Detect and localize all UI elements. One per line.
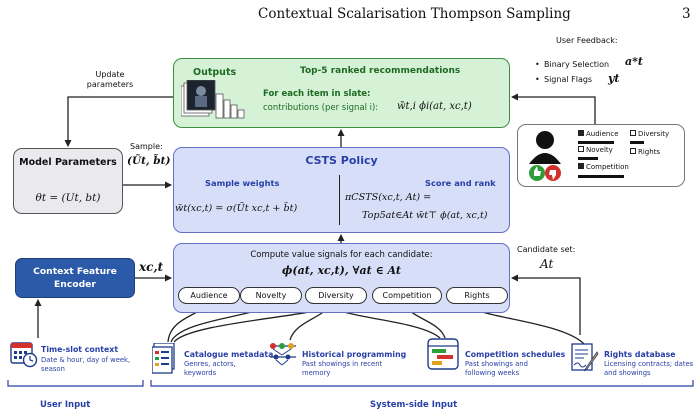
diversity-bar	[630, 141, 644, 144]
encoder-line1: Context Feature	[33, 266, 117, 277]
schedule-network-icon	[270, 343, 296, 366]
context-symbol: xc,t	[139, 260, 164, 274]
score-rank-label: Score and rank	[425, 178, 496, 188]
candidate-arrow	[511, 274, 581, 335]
csts-policy-box	[173, 147, 510, 233]
input-desc-time-slot: Date & hour, day of week, season	[41, 356, 131, 373]
input-desc-historical: Past showings in recent memory	[302, 360, 383, 377]
input-title-rights: Rights database	[604, 350, 676, 359]
value-signals-title: Compute value signals for each candidate…	[250, 250, 433, 260]
flags-bullet: •	[535, 75, 540, 84]
top-recommendations-label: Top-5 ranked recommendations	[300, 66, 461, 76]
outputs-label: Outputs	[193, 67, 237, 78]
checkbox-competition[interactable]: Competition	[578, 163, 629, 172]
signal-flags-symbol: yt	[608, 72, 620, 85]
update-parameters-label: Update parameters	[86, 70, 134, 89]
signal-flags-label: Signal Flags	[544, 75, 593, 84]
contributions-label: contributions (per signal i):	[263, 103, 379, 113]
competition-bar	[578, 175, 624, 178]
policy-divider	[339, 175, 341, 225]
contributions-formula: w̃t,i ϕi(at, xc,t)	[397, 101, 472, 112]
signal-diversity: Diversity	[305, 287, 367, 304]
user-feedback-title: User Feedback:	[556, 36, 618, 45]
page-number: 3	[682, 6, 691, 22]
signal-rights: Rights	[446, 287, 508, 304]
sample-weights-label: Sample weights	[205, 178, 280, 188]
model-parameters-formula: θt = (Ut, bt)	[35, 192, 101, 204]
system-input-label: System-side Input	[370, 400, 458, 410]
catalogue-document-icon	[152, 343, 175, 374]
audience-bar	[578, 141, 614, 144]
feedback-arrow	[511, 93, 596, 124]
signal-audience: Audience	[178, 287, 240, 304]
encoder-line2: Encoder	[54, 279, 96, 290]
user-avatar-icon	[529, 131, 561, 181]
model-parameters-title: Model Parameters	[19, 157, 117, 168]
score-formula-line1: πCSTS(xc,t, At) =	[345, 192, 432, 203]
score-formula-line2: Top5at∈At w̃t⊤ ϕ(at, xc,t)	[362, 210, 488, 221]
candidate-set-symbol: At	[540, 257, 554, 271]
input-title-competition: Competition schedules	[465, 350, 566, 359]
binary-bullet: •	[535, 60, 540, 69]
slate-label: For each item in slate:	[263, 89, 371, 99]
checkbox-audience[interactable]: Audience	[578, 130, 619, 139]
outputs-thumbnail-icon	[181, 80, 245, 119]
binary-selection-label: Binary Selection	[544, 60, 610, 69]
sample-formula: (Ũt, b̃t)	[127, 155, 171, 167]
value-signals-formula: ϕ(at, xc,t), ∀at ∈ At	[282, 264, 401, 277]
update-arrow	[64, 96, 173, 147]
input-title-catalogue: Catalogue metadata	[184, 350, 274, 359]
input-title-time-slot: Time-slot context	[41, 345, 119, 354]
input-desc-rights: Licensing contracts; dates and showings	[604, 360, 694, 377]
csts-policy-title: CSTS Policy	[305, 154, 378, 167]
candidate-set-label: Candidate set:	[517, 245, 576, 254]
calendar-clock-icon	[10, 342, 38, 368]
system-input-bracket	[150, 380, 694, 387]
signal-competition: Competition	[372, 287, 442, 304]
checkbox-diversity[interactable]: Diversity	[630, 130, 669, 139]
timeline-chart-icon	[427, 338, 459, 370]
signal-novelty: Novelty	[240, 287, 302, 304]
sample-label: Sample:	[130, 142, 163, 151]
input-desc-competition: Past showings and following weeks	[465, 360, 528, 377]
input-desc-catalogue: Genres, actors, keywords	[184, 360, 236, 377]
contract-pen-icon	[571, 343, 599, 372]
user-input-bracket	[7, 380, 144, 387]
user-input-label: User Input	[40, 400, 91, 410]
model-parameters-box	[13, 148, 123, 214]
context-feature-encoder-box: Context Feature Encoder	[15, 258, 135, 298]
checkbox-novelty[interactable]: Novelty	[578, 146, 613, 155]
sample-weights-formula: w̃t(xc,t) = σ(Ũt xc,t + b̃t)	[175, 203, 298, 214]
binary-selection-symbol: a*t	[625, 55, 643, 68]
novelty-bar	[578, 157, 598, 160]
input-title-historical: Historical programming	[302, 350, 407, 359]
page-header-title: Contextual Scalarisation Thompson Sampli…	[258, 6, 571, 22]
checkbox-rights[interactable]: Rights	[630, 148, 660, 157]
